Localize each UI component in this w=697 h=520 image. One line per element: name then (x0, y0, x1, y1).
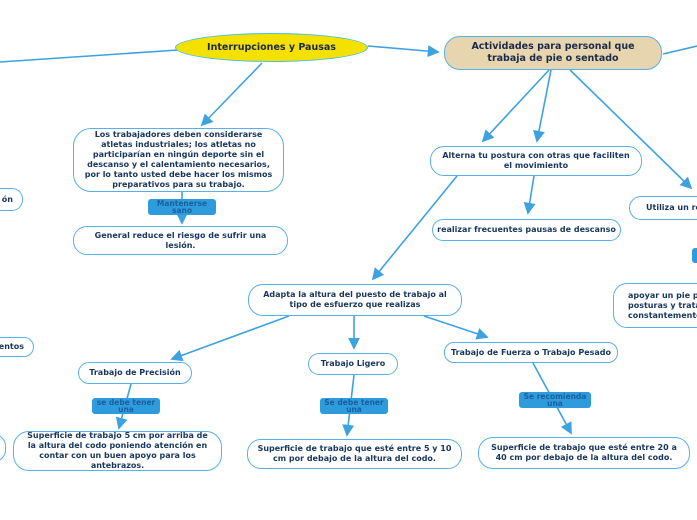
connector-interrupciones-to-actividades (367, 45, 440, 58)
connector-actividades-to-offscreen-right (662, 45, 697, 55)
relation-label-se-debe-tener-una-1[interactable]: se debe tener una (92, 398, 160, 414)
connector-actividades-to-alterna-a (481, 69, 550, 143)
node-cutoff-left-top[interactable]: ón (0, 188, 23, 211)
relation-label-mantenerse-sano[interactable]: Mantenerse sano (148, 199, 216, 215)
connector-alterna-to-realizar (523, 175, 536, 215)
node-trabajadores-atletas[interactable]: Los trabajadores deben considerarse atle… (73, 128, 284, 192)
node-general-reduce-riesgo[interactable]: General reduce el riesgo de sufrir una l… (73, 226, 288, 255)
connector-offscreen-left-to-interrupciones (0, 49, 179, 63)
node-superficie-ligero[interactable]: Superficie de trabajo que esté entre 5 y… (247, 439, 462, 469)
node-trabajo-precision[interactable]: Trabajo de Precisión (78, 362, 192, 384)
node-trabajo-fuerza-pesado[interactable]: Trabajo de Fuerza o Trabajo Pesado (444, 342, 618, 363)
connector-interrupciones-to-trabajadores (200, 62, 263, 127)
connector-alterna-to-adapta (371, 175, 458, 281)
node-apoyar-un-pie-cutoff[interactable]: apoyar un pie pa posturas y trata consta… (613, 283, 697, 328)
node-cutoff-left-middle[interactable]: entos (0, 337, 34, 357)
node-interrupciones-y-pausas[interactable]: Interrupciones y Pausas (175, 33, 368, 62)
connector-adapta-to-fuerza (423, 315, 489, 340)
relation-label-se-recomienda-una[interactable]: Se recomienda una (519, 392, 591, 408)
node-utiliza-reposapies-cutoff[interactable]: Utiliza un rep (629, 196, 697, 220)
connector-actividades-to-utiliza (569, 69, 693, 190)
node-superficie-precision[interactable]: Superficie de trabajo 5 cm por arriba de… (13, 431, 222, 471)
node-superficie-fuerza[interactable]: Superficie de trabajo que esté entre 20 … (478, 437, 690, 469)
node-trabajo-ligero[interactable]: Trabajo Ligero (308, 353, 398, 375)
node-realizar-pausas[interactable]: realizar frecuentes pausas de descanso (432, 219, 621, 241)
connector-actividades-to-alterna-b (533, 69, 552, 143)
node-alterna-postura[interactable]: Alterna tu postura con otras que facilit… (430, 146, 642, 176)
connector-adapta-to-precision (170, 315, 290, 362)
relation-label-right-edge-fragment[interactable] (692, 248, 697, 263)
node-adapta-altura-puesto[interactable]: Adapta la altura del puesto de trabajo a… (248, 284, 462, 316)
node-actividades-personal[interactable]: Actividades para personal que trabaja de… (444, 36, 662, 70)
relation-label-se-debe-tener-una-2[interactable]: Se debe tener una (320, 398, 388, 414)
